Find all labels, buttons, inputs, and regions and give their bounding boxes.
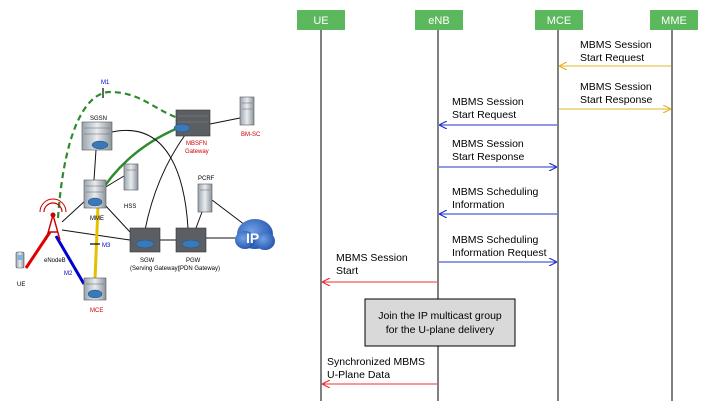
mce-label: MCE: [90, 308, 103, 314]
enodeb-label: eNodeB: [44, 258, 66, 264]
mce-node: MCE: [83, 277, 107, 314]
sgsn-node: SGSN: [81, 116, 113, 151]
bmsc-label: BM-SC: [241, 132, 261, 138]
pgw-node: PGW (PDN Gateway): [175, 227, 220, 272]
hss-label: HSS: [124, 204, 136, 210]
mme-sgw-line: [103, 203, 131, 233]
pcrf-label: PCRF: [198, 176, 215, 182]
message-session-start-response-mce-mme: MBMS Session Start Response: [559, 81, 670, 109]
sgw-label: SGW: [140, 258, 155, 264]
svg-text:Start Request: Start Request: [580, 52, 644, 64]
m2-label: M2: [64, 271, 73, 277]
svg-text:Start Response: Start Response: [452, 151, 525, 163]
sequence-diagram: UE eNB MCE MME MBMS Session Start Reques…: [297, 10, 698, 401]
message-session-start-request-mce-enb: MBMS Session Start Request: [440, 96, 557, 125]
ue-node: UE: [15, 251, 25, 288]
svg-text:MBMS Session: MBMS Session: [452, 138, 524, 150]
svg-text:Start: Start: [336, 265, 358, 277]
participant-enb: eNB: [415, 10, 463, 30]
participant-mce: MCE: [535, 10, 583, 30]
pgw-sublabel: (PDN Gateway): [178, 266, 220, 272]
svg-text:Start Response: Start Response: [580, 94, 653, 106]
pcrf-ip-line: [211, 199, 246, 226]
svg-text:MBMS Scheduling: MBMS Scheduling: [452, 186, 539, 198]
svg-text:for the U-plane delivery: for the U-plane delivery: [386, 324, 495, 336]
participant-ue-label: UE: [313, 15, 328, 27]
svg-text:MBMS Session: MBMS Session: [452, 96, 524, 108]
enodeb-mme-line: [61, 199, 87, 223]
m1-interface-line: [56, 90, 179, 219]
svg-text:MBMS Session: MBMS Session: [580, 81, 652, 93]
sgw-sublabel: (Serving Gateway): [130, 266, 180, 272]
svg-text:Start Request: Start Request: [452, 109, 516, 121]
participant-mme-label: MME: [661, 15, 687, 27]
mme-node: MME: [83, 179, 107, 222]
message-synchronized-u-plane-data: Synchronized MBMS U-Plane Data: [323, 356, 437, 384]
network-architecture: SGSN MBSFN Gateway BM-SC MME: [15, 80, 275, 314]
svg-text:MBMS Scheduling: MBMS Scheduling: [452, 234, 539, 246]
sgsn-mme-line: [93, 149, 97, 181]
hss-node: HSS: [123, 163, 139, 210]
message-session-start-enb-ue: MBMS Session Start: [323, 252, 437, 282]
mbsfn-bmsc-line: [209, 117, 241, 125]
sgsn-pgw-line: [111, 130, 189, 229]
ip-cloud: IP: [235, 219, 275, 250]
participant-enb-label: eNB: [428, 15, 449, 27]
svg-text:Synchronized MBMS: Synchronized MBMS: [327, 356, 425, 368]
svg-text:MBMS Session: MBMS Session: [336, 252, 408, 264]
message-scheduling-information-request: MBMS Scheduling Information Request: [439, 234, 556, 262]
mbsfn-sgw-line: [144, 134, 186, 231]
bmsc-node: BM-SC: [239, 96, 261, 138]
mbsfn-label: MBSFN: [186, 141, 207, 147]
pgw-pcrf-line: [195, 211, 203, 229]
message-session-start-request-mme-mce: MBMS Session Start Request: [560, 39, 671, 66]
svg-text:U-Plane Data: U-Plane Data: [327, 369, 390, 381]
mme-hss-line: [103, 175, 125, 189]
message-scheduling-information: MBMS Scheduling Information: [440, 186, 557, 214]
svg-text:Join the IP multicast group: Join the IP multicast group: [378, 310, 502, 322]
mbsfn-gateway-label: Gateway: [185, 149, 209, 155]
svg-text:Information: Information: [452, 199, 505, 211]
sgsn-label: SGSN: [90, 116, 107, 122]
enodeb-node: eNodeB: [39, 198, 67, 264]
m3-interface-line: [93, 205, 100, 281]
pgw-label: PGW: [186, 258, 201, 264]
mme-label: MME: [90, 216, 104, 222]
svg-text:Information Request: Information Request: [452, 247, 547, 259]
m1-label: M1: [101, 80, 110, 86]
participant-mce-label: MCE: [547, 15, 571, 27]
ue-label: UE: [17, 282, 25, 288]
message-session-start-response-enb-mce: MBMS Session Start Response: [439, 138, 556, 167]
participant-mme: MME: [650, 10, 698, 30]
ip-label: IP: [246, 230, 259, 246]
pcrf-node: PCRF: [197, 176, 215, 213]
multicast-join-note: Join the IP multicast group for the U-pl…: [364, 298, 516, 347]
mbsfn-gateway-node: MBSFN Gateway: [173, 109, 211, 155]
svg-text:MBMS Session: MBMS Session: [580, 39, 652, 51]
participant-ue: UE: [297, 10, 345, 30]
m2-interface-line: [54, 235, 86, 285]
m3-label: M3: [102, 243, 111, 249]
sgw-node: SGW (Serving Gateway): [129, 227, 180, 272]
